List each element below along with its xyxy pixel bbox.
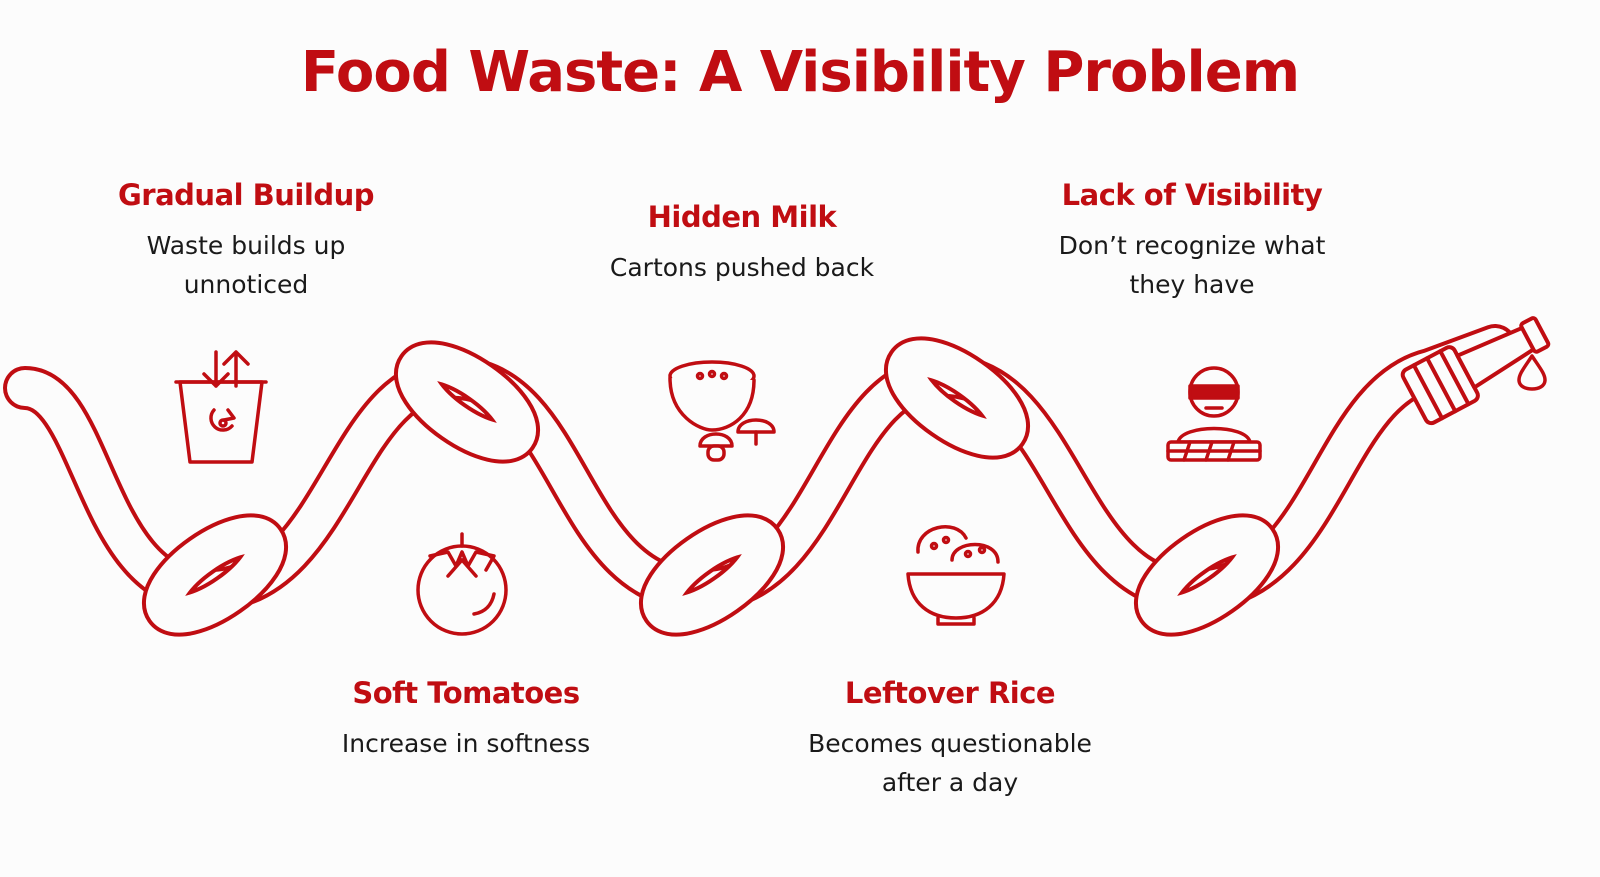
knot-2 (393, 340, 541, 464)
stage-lack-of-visibility: Lack of Visibility Don’t recognize what … (1012, 178, 1372, 304)
stage-gradual-buildup: Gradual Buildup Waste builds up unnotice… (66, 178, 426, 304)
hose-nozzle (1400, 316, 1551, 426)
knot-5 (1133, 513, 1281, 637)
stage-description: Increase in softness (341, 728, 591, 758)
stage-title: Leftover Rice (844, 676, 1056, 710)
knot-1 (141, 513, 289, 637)
water-drop-icon (1517, 354, 1547, 391)
page-title: Food Waste: A Visibility Problem (300, 40, 1300, 105)
stage-description: Waste builds up unnoticed (146, 230, 346, 299)
rice-bowl-icon (906, 525, 1006, 626)
stage-title: Soft Tomatoes (352, 676, 580, 710)
stage-soft-tomatoes: Soft Tomatoes Increase in softness (286, 676, 646, 764)
stage-description: Cartons pushed back (609, 252, 875, 282)
bowl-mushroom-icon (668, 360, 776, 462)
stage-title: Lack of Visibility (1061, 178, 1323, 212)
trash-bin-icon (174, 350, 268, 464)
knot-4 (883, 336, 1031, 460)
blindfolded-person-icon (1166, 366, 1262, 462)
stage-hidden-milk: Hidden Milk Cartons pushed back (562, 200, 922, 288)
stage-title: Hidden Milk (647, 200, 837, 234)
stage-title: Gradual Buildup (118, 178, 374, 212)
knot-3 (638, 513, 786, 637)
stage-description: Becomes questionable after a day (808, 728, 1092, 797)
tomato-icon (416, 532, 508, 636)
stage-leftover-rice: Leftover Rice Becomes questionable after… (770, 676, 1130, 802)
stage-description: Don’t recognize what they have (1058, 230, 1326, 299)
